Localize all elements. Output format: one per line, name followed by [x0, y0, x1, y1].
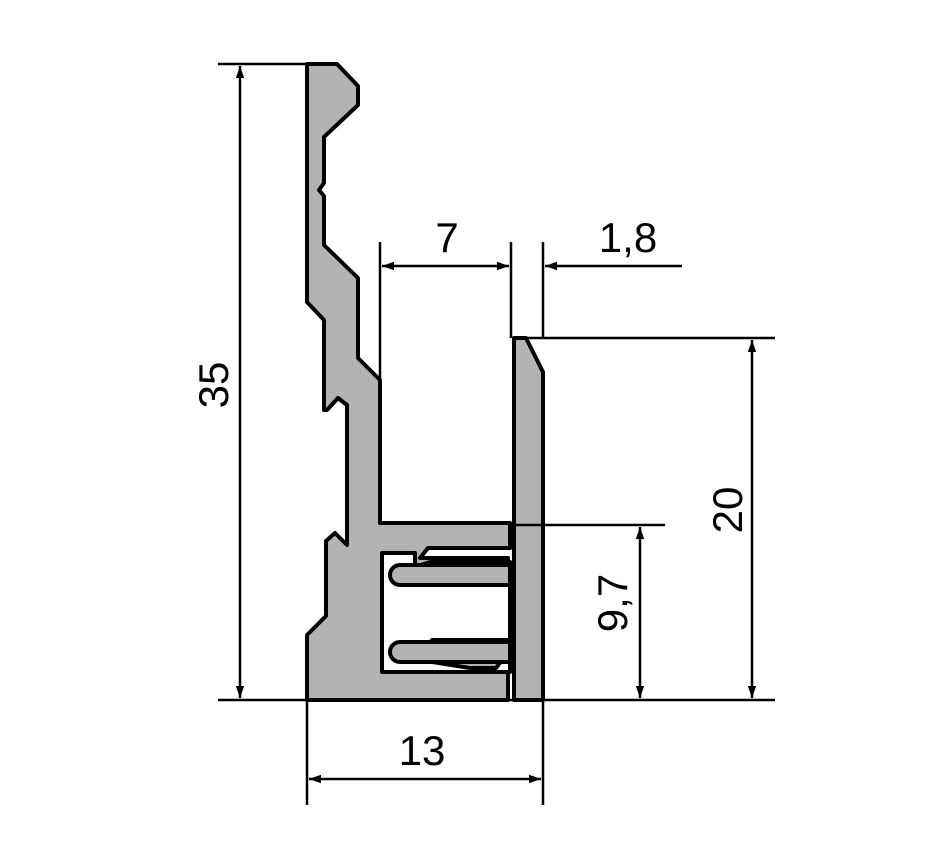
extension-lines	[218, 62, 775, 805]
dim-label-13: 13	[399, 727, 446, 774]
profile-upper-finger	[388, 563, 512, 587]
dim-label-9-7: 9,7	[589, 574, 636, 632]
dim-label-1-8: 1,8	[599, 214, 657, 261]
profile-right-lip	[512, 336, 545, 702]
profile-lower-finger	[388, 640, 512, 664]
dim-label-35: 35	[190, 362, 237, 409]
profile-main-body	[305, 62, 512, 702]
dim-label-20: 20	[704, 487, 751, 534]
dim-label-7: 7	[435, 214, 458, 261]
